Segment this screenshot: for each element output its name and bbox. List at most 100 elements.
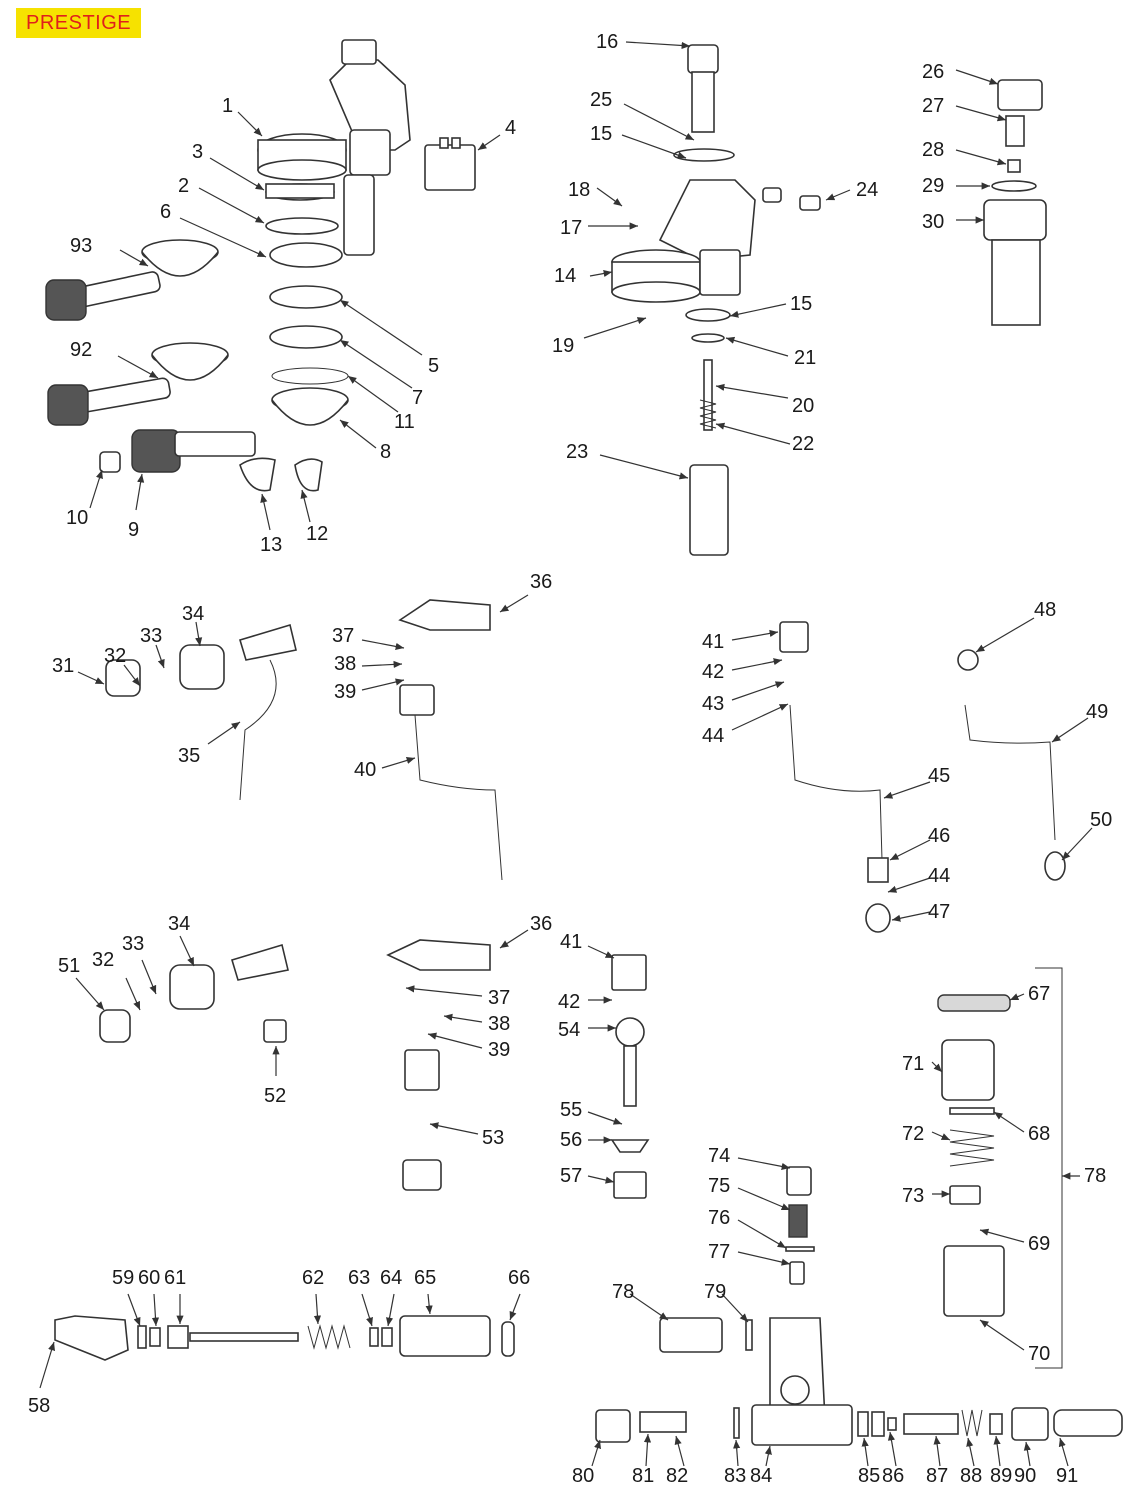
callout-85: 85 <box>858 1465 880 1487</box>
callout-22: 22 <box>792 433 814 455</box>
callout-34a: 34 <box>182 603 204 625</box>
callout-5: 5 <box>428 355 439 377</box>
callout-32a: 32 <box>104 645 126 667</box>
callout-33b: 33 <box>122 933 144 955</box>
callout-36b: 36 <box>530 913 552 935</box>
callout-63: 63 <box>348 1267 370 1289</box>
callout-45: 45 <box>928 765 950 787</box>
callout-84: 84 <box>750 1465 772 1487</box>
callout-89: 89 <box>990 1465 1012 1487</box>
callout-2: 2 <box>178 175 189 197</box>
part-drawings <box>45 39 1123 1446</box>
leader-lines <box>39 41 1093 1467</box>
callout-37b: 37 <box>488 987 510 1009</box>
callout-38a: 38 <box>334 653 356 675</box>
callout-14: 14 <box>554 265 576 287</box>
callout-90: 90 <box>1014 1465 1036 1487</box>
callout-15a: 15 <box>590 123 612 145</box>
callout-56: 56 <box>560 1129 582 1151</box>
callout-54: 54 <box>558 1019 580 1041</box>
callout-39b: 39 <box>488 1039 510 1061</box>
callout-51: 51 <box>58 955 80 977</box>
callout-80: 80 <box>572 1465 594 1487</box>
callout-59: 59 <box>112 1267 134 1289</box>
callout-17: 17 <box>560 217 582 239</box>
callout-47: 47 <box>928 901 950 923</box>
callout-55: 55 <box>560 1099 582 1121</box>
callout-82: 82 <box>666 1465 688 1487</box>
callout-68: 68 <box>1028 1123 1050 1145</box>
callout-10: 10 <box>66 507 88 529</box>
callout-44b: 44 <box>928 865 950 887</box>
callout-25: 25 <box>590 89 612 111</box>
callout-11: 11 <box>394 411 415 433</box>
callout-83: 83 <box>724 1465 746 1487</box>
callout-93: 93 <box>70 235 92 257</box>
callout-78: 78 <box>612 1281 634 1303</box>
callout-29: 29 <box>922 175 944 197</box>
callout-91: 91 <box>1056 1465 1078 1487</box>
callout-36a: 36 <box>530 571 552 593</box>
callout-33a: 33 <box>140 625 162 647</box>
callout-79: 79 <box>704 1281 726 1303</box>
callout-53: 53 <box>482 1127 504 1149</box>
callout-8: 8 <box>380 441 391 463</box>
callout-74: 74 <box>708 1145 730 1167</box>
callout-50: 50 <box>1090 809 1112 831</box>
callout-6: 6 <box>160 201 171 223</box>
callout-70: 70 <box>1028 1343 1050 1365</box>
callout-40: 40 <box>354 759 376 781</box>
callout-60: 60 <box>138 1267 160 1289</box>
callout-42b: 42 <box>558 991 580 1013</box>
callout-12: 12 <box>306 523 328 545</box>
callout-52: 52 <box>264 1085 286 1107</box>
callout-labels: 1 2 3 4 5 6 7 8 9 10 11 12 13 14 15 15 1… <box>28 31 1112 1487</box>
callout-35: 35 <box>178 745 200 767</box>
callout-9: 9 <box>128 519 139 541</box>
callout-38b: 38 <box>488 1013 510 1035</box>
callout-28: 28 <box>922 139 944 161</box>
callout-39a: 39 <box>334 681 356 703</box>
callout-7: 7 <box>412 387 423 409</box>
callout-3: 3 <box>192 141 203 163</box>
callout-43: 43 <box>702 693 724 715</box>
callout-78-bracket: 78 <box>1084 1165 1106 1187</box>
callout-73: 73 <box>902 1185 924 1207</box>
callout-24: 24 <box>856 179 878 201</box>
callout-20: 20 <box>792 395 814 417</box>
callout-30: 30 <box>922 211 944 233</box>
callout-88: 88 <box>960 1465 982 1487</box>
callout-1: 1 <box>222 95 233 117</box>
callout-37a: 37 <box>332 625 354 647</box>
callout-13: 13 <box>260 534 282 556</box>
callout-46: 46 <box>928 825 950 847</box>
callout-16: 16 <box>596 31 618 53</box>
callout-76: 76 <box>708 1207 730 1229</box>
callout-48: 48 <box>1034 599 1056 621</box>
callout-75: 75 <box>708 1175 730 1197</box>
callout-15b: 15 <box>790 293 812 315</box>
callout-23: 23 <box>566 441 588 463</box>
callout-41a: 41 <box>702 631 724 653</box>
callout-67: 67 <box>1028 983 1050 1005</box>
callout-19: 19 <box>552 335 574 357</box>
callout-27: 27 <box>922 95 944 117</box>
callout-71: 71 <box>902 1053 924 1075</box>
callout-92: 92 <box>70 339 92 361</box>
callout-65: 65 <box>414 1267 436 1289</box>
model-badge: PRESTIGE <box>16 8 142 38</box>
callout-31: 31 <box>52 655 74 677</box>
callout-4: 4 <box>505 117 516 139</box>
callout-32b: 32 <box>92 949 114 971</box>
callout-86: 86 <box>882 1465 904 1487</box>
callout-61: 61 <box>164 1267 186 1289</box>
callout-87: 87 <box>926 1465 948 1487</box>
callout-81: 81 <box>632 1465 654 1487</box>
callout-66: 66 <box>508 1267 530 1289</box>
callout-58: 58 <box>28 1395 50 1417</box>
callout-18: 18 <box>568 179 590 201</box>
callout-21: 21 <box>794 347 816 369</box>
callout-57: 57 <box>560 1165 582 1187</box>
callout-44a: 44 <box>702 725 724 747</box>
